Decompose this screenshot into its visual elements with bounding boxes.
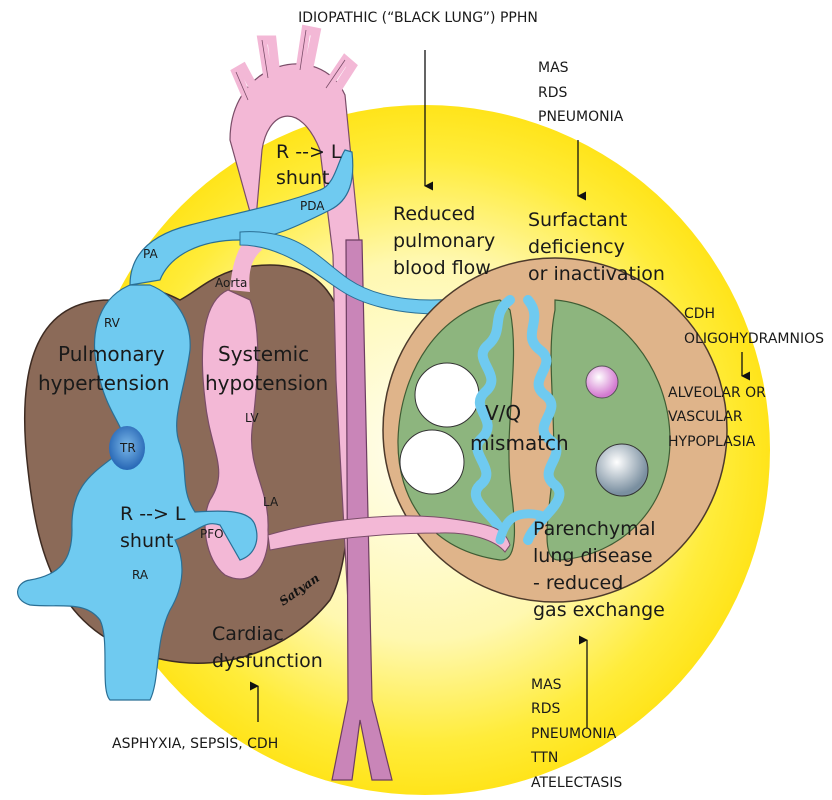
svg-text:VASCULAR: VASCULAR	[668, 409, 743, 425]
svg-text:Reduced: Reduced	[393, 203, 475, 225]
svg-text:- reduced: - reduced	[533, 572, 623, 594]
label-ra: RA	[132, 568, 149, 582]
causes-bottom-left: ASPHYXIA, SEPSIS, CDH	[112, 736, 278, 752]
svg-text:shunt: shunt	[120, 530, 173, 552]
svg-text:or inactivation: or inactivation	[528, 263, 665, 285]
label-rv: RV	[104, 316, 121, 330]
svg-text:OLIGOHYDRAMNIOS: OLIGOHYDRAMNIOS	[684, 331, 824, 347]
svg-text:PNEUMONIA: PNEUMONIA	[538, 109, 624, 125]
svg-text:dysfunction: dysfunction	[212, 650, 323, 672]
svg-text:Cardiac: Cardiac	[212, 623, 284, 645]
pink-alveolus	[586, 366, 618, 398]
svg-text:RDS: RDS	[538, 85, 568, 101]
svg-text:CDH: CDH	[684, 306, 715, 322]
label-aorta: Aorta	[215, 276, 247, 290]
svg-text:shunt: shunt	[276, 167, 329, 189]
svg-text:V/Q: V/Q	[485, 401, 521, 425]
svg-text:gas exchange: gas exchange	[533, 599, 665, 621]
svg-text:TTN: TTN	[530, 750, 558, 766]
svg-text:PNEUMONIA: PNEUMONIA	[531, 726, 617, 742]
causes-top-right: MAS RDS PNEUMONIA	[538, 60, 624, 125]
svg-text:lung disease: lung disease	[533, 545, 653, 567]
label-tr: TR	[119, 441, 136, 455]
diagram-title: IDIOPATHIC (“BLACK LUNG”) PPHN	[298, 10, 538, 26]
svg-text:pulmonary: pulmonary	[393, 230, 495, 252]
svg-text:deficiency: deficiency	[528, 236, 625, 258]
svg-text:RDS: RDS	[531, 701, 561, 717]
label-lv: LV	[245, 411, 259, 425]
svg-text:hypertension: hypertension	[38, 371, 169, 395]
label-pfo: PFO	[200, 527, 224, 541]
svg-text:R --> L: R --> L	[276, 141, 342, 163]
alveolus	[415, 363, 479, 427]
label-pa: PA	[143, 247, 158, 261]
svg-text:Parenchymal: Parenchymal	[533, 518, 656, 540]
svg-text:mismatch: mismatch	[470, 431, 569, 455]
alveolus	[400, 430, 464, 494]
svg-text:Systemic: Systemic	[218, 342, 309, 366]
svg-text:hypotension: hypotension	[205, 371, 328, 395]
svg-text:Pulmonary: Pulmonary	[58, 342, 165, 366]
svg-text:blood flow: blood flow	[393, 257, 491, 279]
svg-text:ATELECTASIS: ATELECTASIS	[531, 775, 622, 791]
svg-text:ALVEOLAR OR: ALVEOLAR OR	[668, 385, 766, 401]
label-la: LA	[263, 495, 279, 509]
svg-text:Surfactant: Surfactant	[528, 209, 627, 231]
svg-text:MAS: MAS	[538, 60, 569, 76]
fluid-filled-alveolus	[596, 444, 648, 496]
svg-text:R --> L: R --> L	[120, 503, 186, 525]
svg-text:HYPOPLASIA: HYPOPLASIA	[668, 434, 756, 450]
svg-text:MAS: MAS	[531, 677, 562, 693]
label-pda: PDA	[300, 199, 325, 213]
